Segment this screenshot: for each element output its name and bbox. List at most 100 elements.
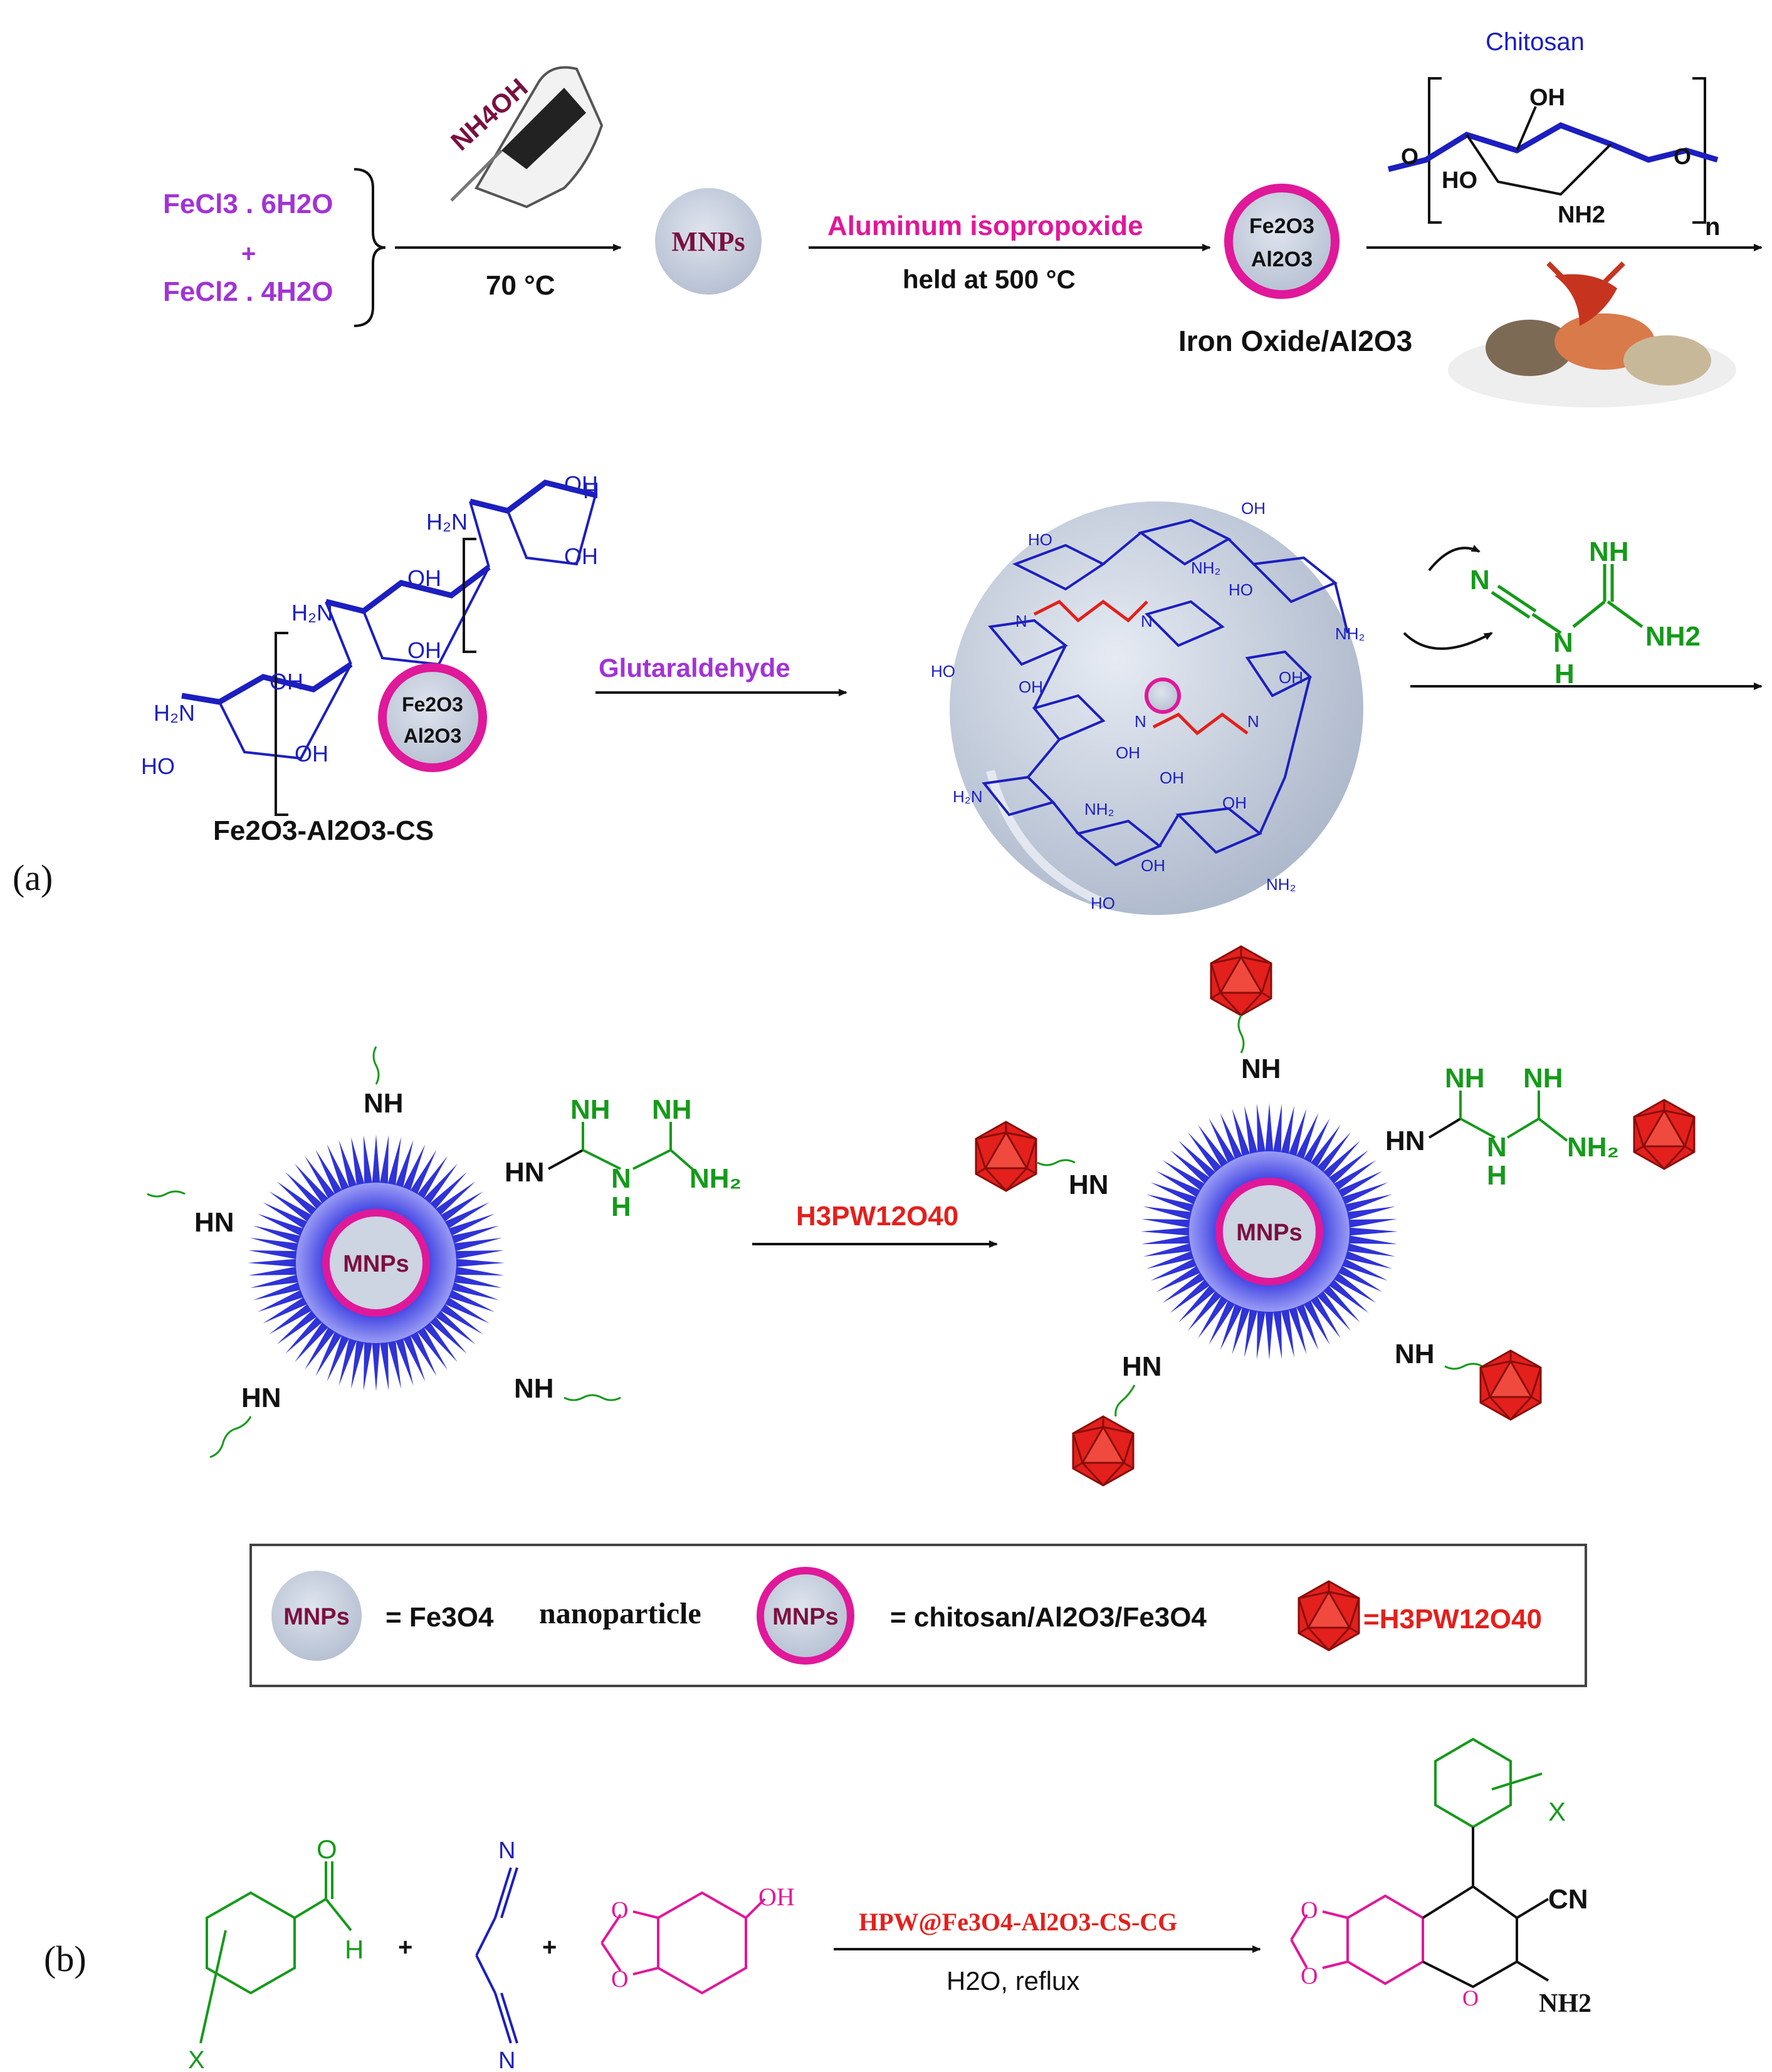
hpw-cluster-bottom-left <box>1072 1415 1135 1487</box>
spike <box>1141 1234 1195 1245</box>
spike <box>1208 1118 1238 1168</box>
spike <box>338 1139 359 1193</box>
spike <box>253 1280 306 1300</box>
spike <box>426 1172 467 1213</box>
chitosan-nh2: NH2 <box>1558 202 1605 228</box>
reactant-fecl2: FeCl2 . 4H2O <box>163 276 333 307</box>
iron-oxide-label: Iron Oxide/Al2O3 <box>1178 325 1412 357</box>
spike <box>1279 1304 1294 1358</box>
svg-text:OH: OH <box>270 669 303 694</box>
svg-text:OH: OH <box>1141 856 1165 875</box>
spike <box>446 1225 500 1245</box>
chromene-product <box>1290 1737 1549 1989</box>
svg-text:N: N <box>611 1163 631 1194</box>
part-b-label: (b) <box>44 1939 87 1979</box>
svg-text:NH₂: NH₂ <box>1191 558 1221 577</box>
left-ligands: NH HN NH NH N H NH₂ HN HN NH <box>147 1046 742 1458</box>
brace <box>354 168 386 327</box>
spike <box>450 1265 505 1276</box>
spike <box>294 1318 332 1363</box>
product-o-top: O <box>1301 1897 1318 1923</box>
cs-particle-al2o3: Al2O3 <box>404 725 461 747</box>
spike <box>363 1337 374 1391</box>
part-a-label: (a) <box>13 857 53 898</box>
spike <box>414 1156 448 1203</box>
spike <box>394 1139 414 1193</box>
spike <box>446 1280 500 1300</box>
spike <box>407 1149 437 1199</box>
spike <box>386 1136 401 1190</box>
spike <box>248 1258 301 1267</box>
spike <box>351 1136 366 1190</box>
chitosan-o-left: O <box>1401 144 1418 169</box>
spike <box>253 1225 306 1245</box>
svg-text:HO: HO <box>1091 894 1115 913</box>
benzaldehyde-structure <box>199 1861 352 2044</box>
spike <box>1178 1281 1220 1322</box>
svg-text:HO: HO <box>141 753 175 779</box>
spike <box>248 1250 302 1260</box>
spike <box>1150 1182 1202 1207</box>
svg-text:N: N <box>1135 712 1146 731</box>
svg-text:OH: OH <box>1116 743 1140 762</box>
benzaldehyde-x: X <box>188 2046 205 2072</box>
fe-al-cs-labels: H₂N HO OH OH H₂N OH OH H₂N OH OH H <box>141 471 599 779</box>
spike <box>327 1144 352 1195</box>
spike <box>338 1333 359 1386</box>
spike <box>315 1149 345 1199</box>
particle-al2o3: Al2O3 <box>1251 248 1313 271</box>
spike <box>420 1163 458 1208</box>
reactant-fecl3: FeCl3 . 6H2O <box>163 189 333 219</box>
svg-text:HO: HO <box>1028 530 1052 549</box>
fe-al-cs-particle: Fe2O3 Al2O3 <box>378 663 487 772</box>
legend-mnps-label: MNPs <box>283 1604 350 1630</box>
spike <box>431 1307 476 1345</box>
svg-text:OH: OH <box>1279 668 1303 687</box>
spike <box>1265 1307 1274 1360</box>
spike <box>1170 1275 1214 1314</box>
svg-text:NH₂: NH₂ <box>1084 800 1114 819</box>
product-nh2: NH2 <box>1539 1989 1591 2018</box>
spike <box>257 1287 308 1312</box>
legend-mnps-icon <box>271 1571 362 1661</box>
spike <box>263 1294 312 1324</box>
spike <box>1287 1302 1307 1355</box>
malononitrile-n-bottom: N <box>498 2048 515 2072</box>
spike <box>1141 1227 1194 1236</box>
product-x: X <box>1548 1797 1566 1826</box>
spike <box>449 1238 503 1253</box>
spike <box>351 1336 366 1389</box>
spike <box>1256 1103 1267 1158</box>
spike <box>1294 1299 1319 1351</box>
spike <box>450 1250 505 1260</box>
svg-text:NH: NH <box>1241 1054 1281 1084</box>
fe-al-cs-structure <box>181 479 597 816</box>
spike <box>426 1312 467 1354</box>
svg-text:NH₂: NH₂ <box>1266 875 1296 894</box>
chitosan-title: Chitosan <box>1486 28 1585 56</box>
svg-text:NH₂: NH₂ <box>689 1163 742 1194</box>
spike <box>440 1294 490 1324</box>
legend-mnps-def: = Fe3O4 <box>385 1602 494 1633</box>
svg-text:HO: HO <box>931 662 955 681</box>
hpw-cluster-top <box>1210 945 1272 1017</box>
cs-particle-fe2o3: Fe2O3 <box>402 693 463 716</box>
spike <box>1272 1103 1282 1158</box>
spike <box>1143 1206 1197 1222</box>
spike <box>315 1327 345 1376</box>
spike <box>1337 1256 1388 1281</box>
chitosan-oh: OH <box>1529 85 1565 111</box>
malononitrile-n-top: N <box>498 1838 515 1864</box>
spike <box>1141 1218 1195 1229</box>
spike <box>248 1265 302 1276</box>
svg-text:HN: HN <box>1385 1126 1425 1156</box>
spike <box>451 1258 505 1267</box>
spike <box>249 1273 303 1288</box>
spike <box>249 1238 303 1253</box>
spike <box>372 1338 380 1391</box>
spike <box>1150 1256 1202 1281</box>
hpw-cluster-left <box>975 1121 1037 1192</box>
spike <box>1198 1124 1232 1172</box>
spike <box>363 1134 374 1189</box>
